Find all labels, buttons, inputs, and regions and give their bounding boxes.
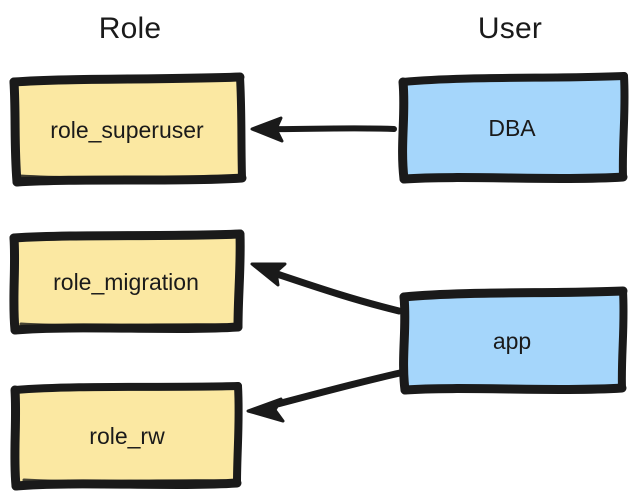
- node-shape-dba: [398, 72, 629, 184]
- node-role-rw[interactable]: role_rw: [8, 381, 246, 491]
- node-shape-role-rw: [10, 382, 243, 491]
- node-shape-role-superuser: [9, 72, 247, 187]
- edge-app-to-role-rw: [246, 369, 404, 423]
- node-shape-app: [399, 286, 628, 395]
- column-header-user: User: [477, 12, 543, 45]
- column-header-role: Role: [98, 12, 162, 45]
- edge-app-to-role-migration: [250, 262, 403, 315]
- node-shape-role-migration: [9, 229, 245, 335]
- edge-dba-to-role-superuser: [250, 116, 397, 143]
